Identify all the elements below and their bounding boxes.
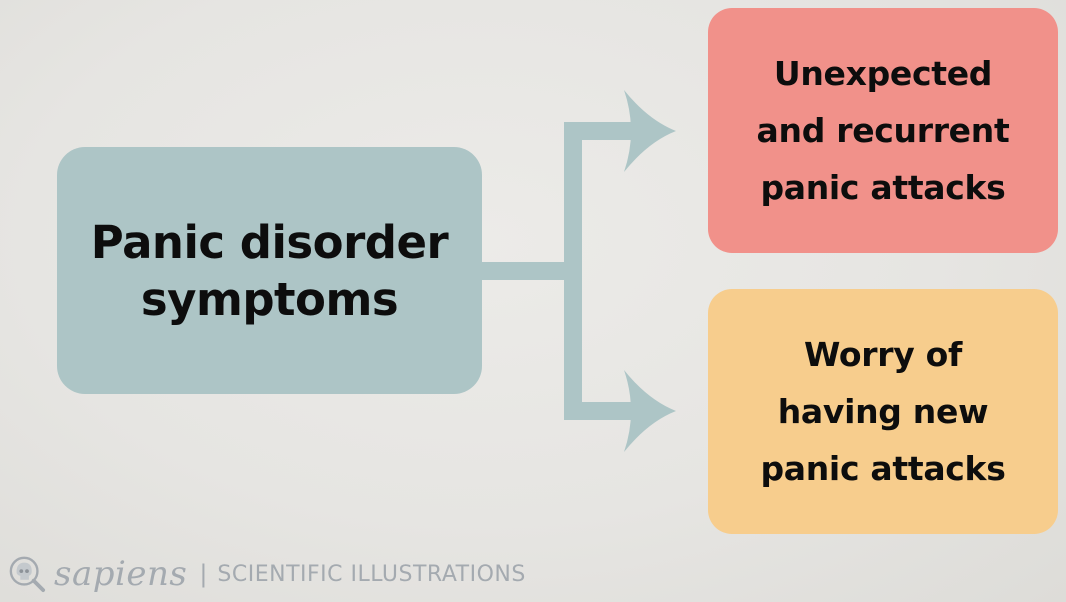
arrowhead-bottom-icon	[624, 370, 676, 452]
arrowhead-top-icon	[624, 90, 676, 172]
skull-magnifier-icon	[9, 556, 46, 593]
branch-node-label: Unexpected and recurrent panic attacks	[756, 54, 1010, 207]
connector-stem	[480, 262, 580, 280]
root-node: Panic disorder symptoms	[57, 147, 482, 394]
brand-tagline: SCIENTIFIC ILLUSTRATIONS	[217, 561, 526, 587]
branch-node-worry-new-attacks: Worry of having new panic attacks	[708, 289, 1058, 534]
brand-separator: |	[199, 560, 208, 588]
connector-trunk	[564, 122, 582, 420]
connector-branch-top	[564, 122, 642, 140]
branch-node-label: Worry of having new panic attacks	[760, 335, 1006, 488]
brand-name: sapiens	[54, 554, 188, 594]
watermark: sapiens | SCIENTIFIC ILLUSTRATIONS	[8, 552, 526, 596]
root-node-label: Panic disorder symptoms	[90, 215, 449, 326]
connector-branch-bottom	[564, 402, 642, 420]
branch-node-unexpected-attacks: Unexpected and recurrent panic attacks	[708, 8, 1058, 253]
